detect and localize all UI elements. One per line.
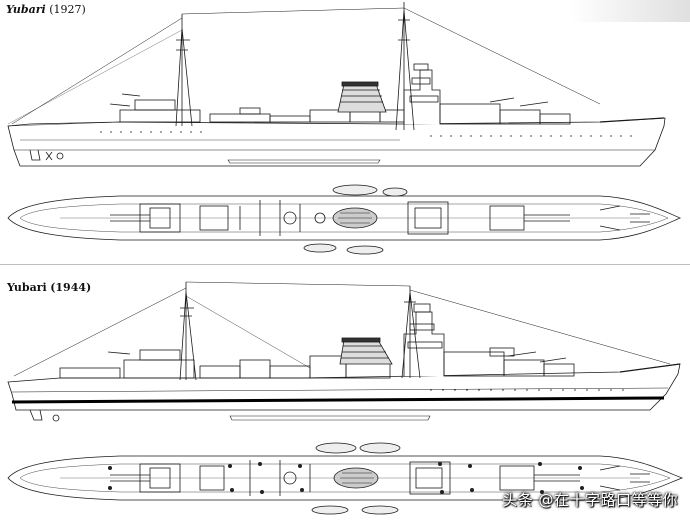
gun-mounts-plan-1927 — [110, 203, 570, 233]
boats-plan-1927 — [303, 184, 408, 255]
caption-1944-name: Yubari — [7, 281, 47, 294]
aa-guns-plan-1944 — [108, 462, 584, 494]
foremast-1944 — [401, 286, 421, 379]
caption-1927-name: Yubari — [6, 3, 46, 16]
portholes-1927 — [100, 131, 632, 137]
panel-yubari-1944: Yubari (1944) — [0, 268, 690, 522]
foremast-1927 — [395, 2, 415, 131]
yubari-1944-drawing — [7, 281, 684, 515]
top-right-shade — [570, 0, 690, 22]
hull-profile-1944 — [7, 363, 681, 411]
mainmast-1944 — [179, 282, 197, 381]
panel-yubari-1927: Yubari (1927) — [6, 2, 682, 255]
boats-plan-1944 — [311, 442, 401, 515]
funnel-1927 — [337, 83, 387, 113]
mainmast-1927 — [175, 14, 193, 127]
caption-1927-year: (1927) — [49, 3, 86, 16]
waterline-stripe-1944 — [11, 396, 665, 404]
caption-1944-year: (1944) — [50, 281, 92, 294]
caption-1927: Yubari (1927) — [6, 3, 86, 16]
panel-divider — [0, 264, 690, 265]
hull-profile-1927 — [7, 117, 666, 167]
caption-1944: Yubari (1944) — [7, 281, 91, 294]
watermark-text: 头条 @在十字路口等等你 — [502, 491, 678, 509]
yubari-1927-drawing — [7, 2, 682, 255]
